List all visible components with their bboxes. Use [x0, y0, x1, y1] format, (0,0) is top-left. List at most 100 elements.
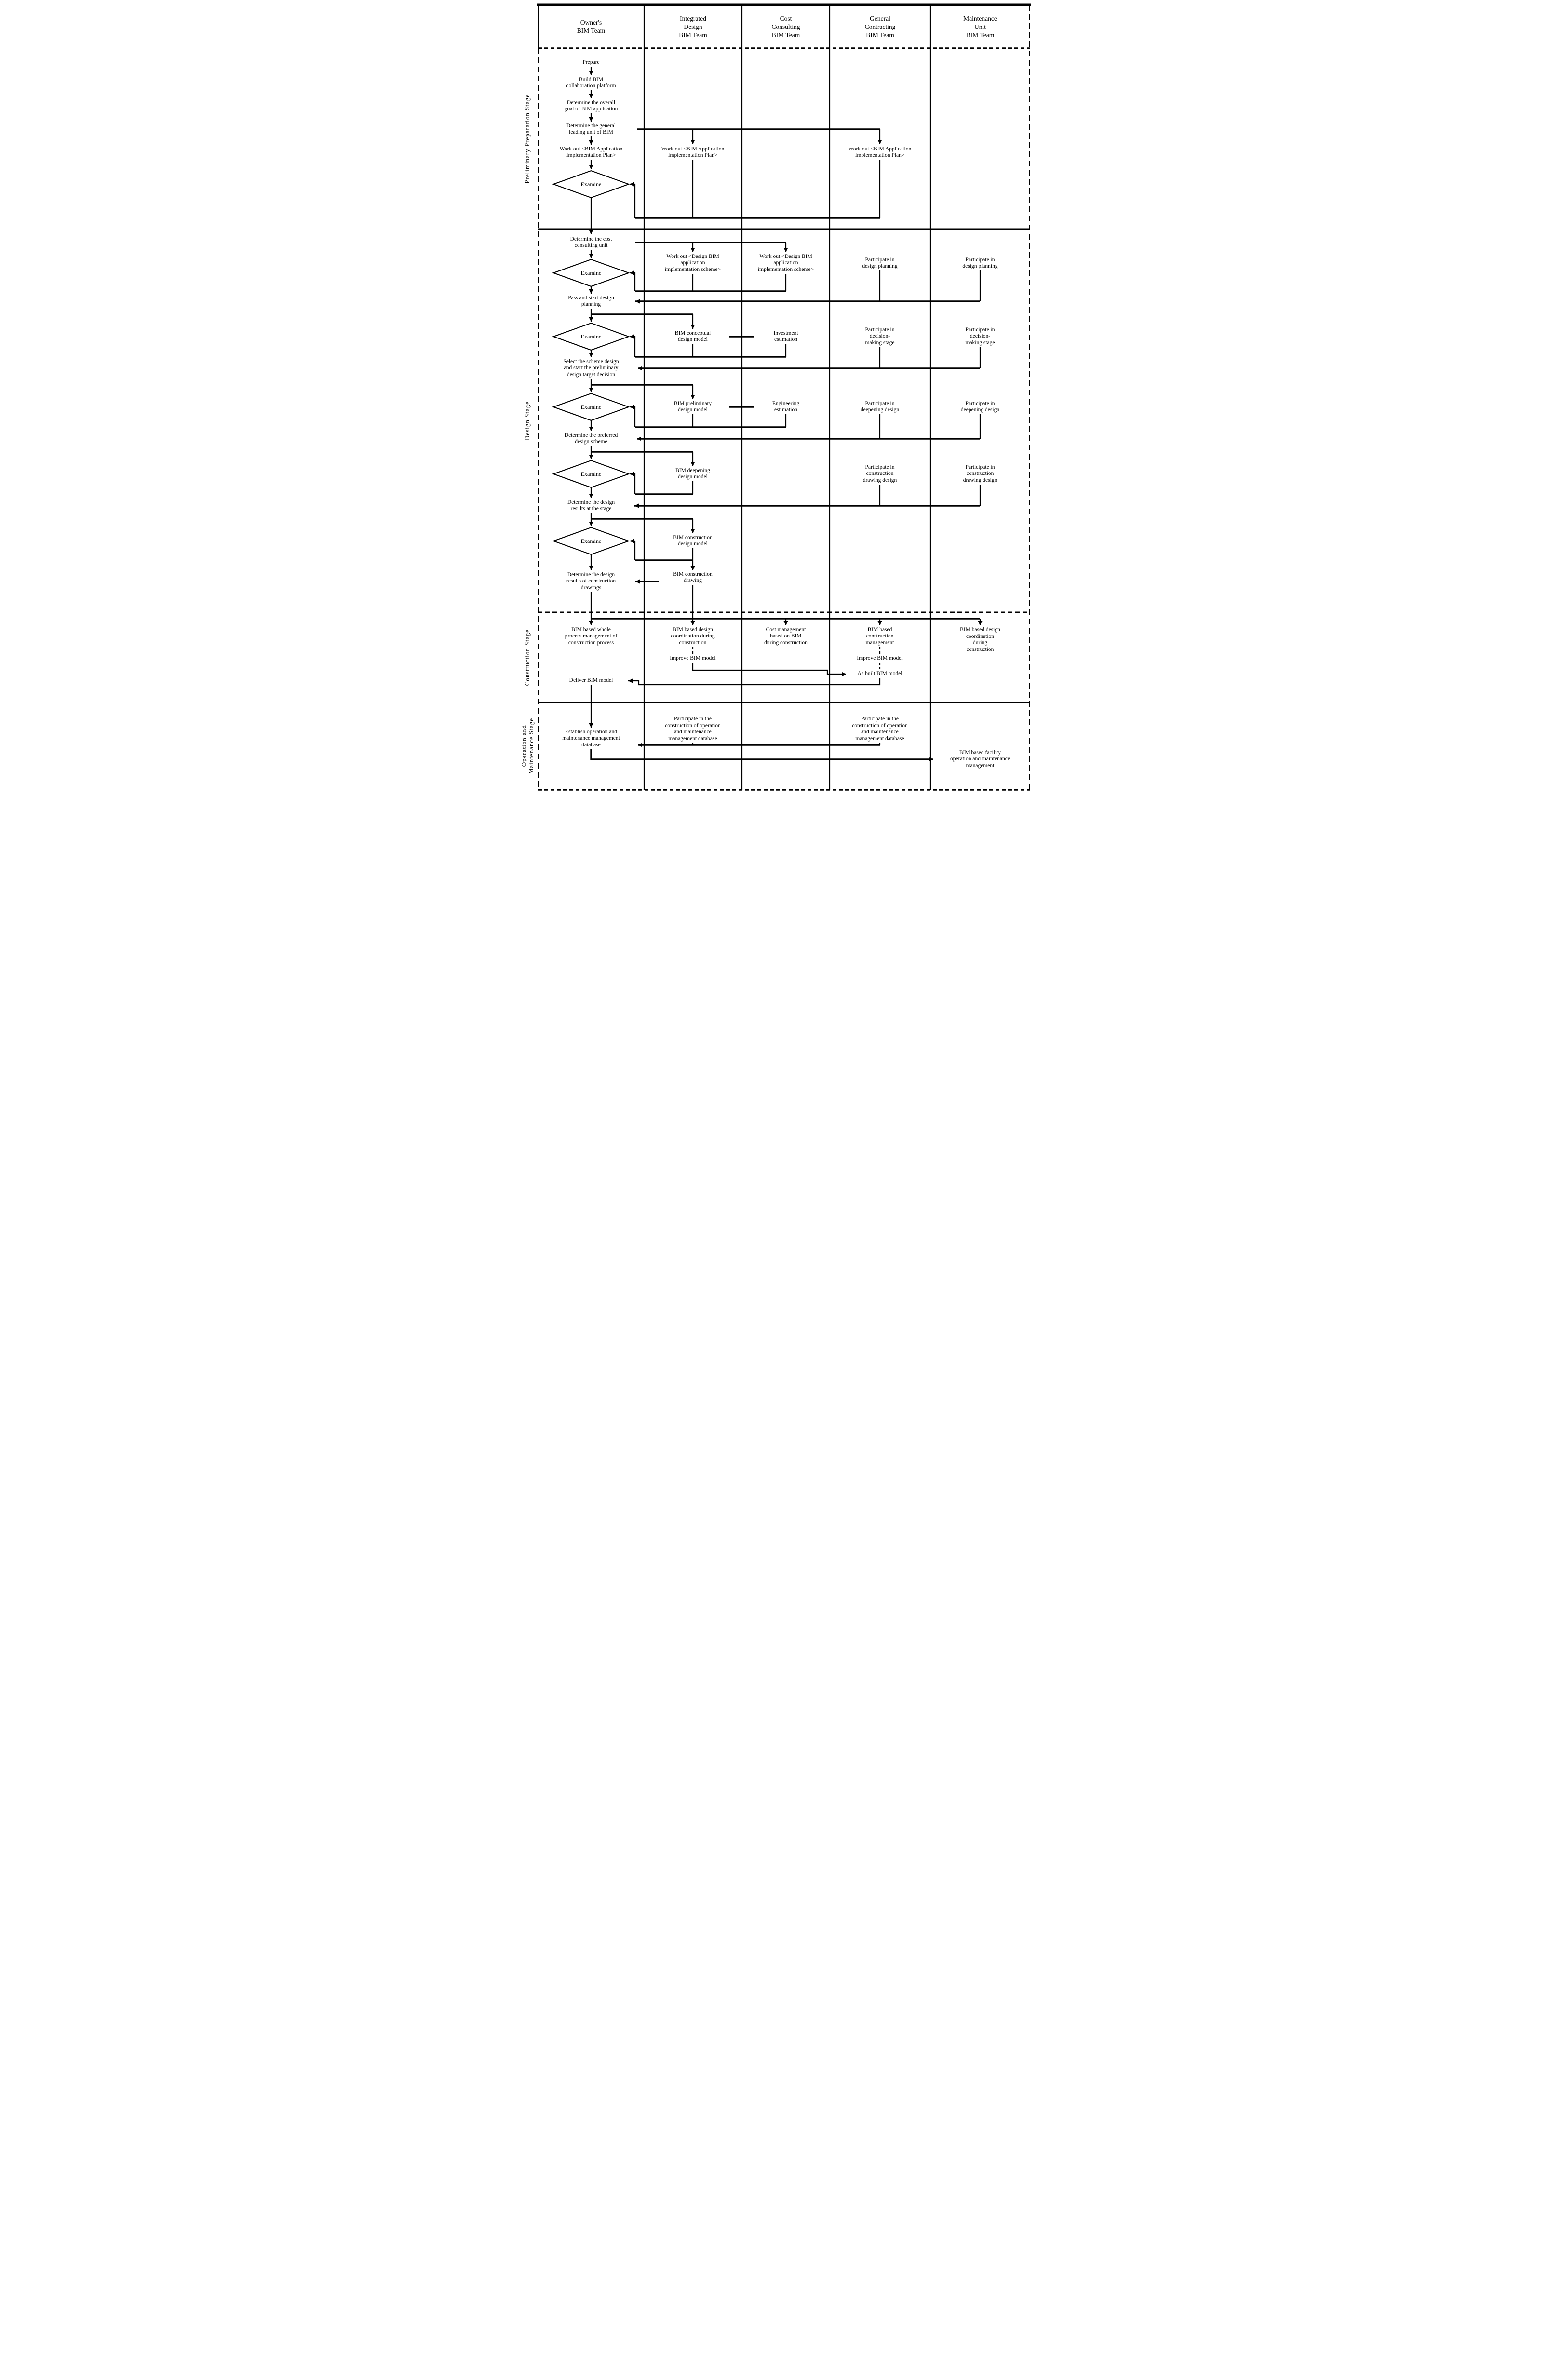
cost-management-during-construction: Cost management based on BIM during cons… — [764, 626, 808, 646]
arrowhead — [628, 678, 633, 683]
examine-deepening-diamond — [552, 460, 630, 488]
examine-construction-design: Examine — [580, 538, 602, 544]
arrowhead — [638, 743, 642, 747]
select-scheme-design: Select the scheme design and start the p… — [563, 358, 619, 378]
arrowhead — [589, 723, 593, 728]
determine-leading-unit: Determine the general leading unit of BI… — [566, 122, 616, 135]
connector-line — [628, 678, 881, 686]
examine-design-scheme-diamond — [552, 258, 630, 287]
establish-om-database: Establish operation and maintenance mana… — [562, 729, 620, 748]
arrowhead — [690, 248, 695, 252]
build-collaboration-platform: Build BIM collaboration platform — [566, 76, 616, 89]
arrowhead — [690, 529, 695, 533]
participate-om-database-contracting: Participate in the construction of opera… — [852, 716, 908, 742]
stage-construction-label: Construction Stage — [524, 629, 531, 686]
bim-construction-drawing: BIM construction drawing — [673, 571, 713, 584]
pass-start-design-planning: Pass and start design planning — [568, 295, 614, 308]
examine-preliminary-diamond — [552, 392, 630, 421]
examine-design-scheme: Examine — [580, 270, 602, 276]
bim-deepening-design-model: BIM deepening design model — [675, 467, 710, 480]
arrowhead — [589, 566, 593, 570]
arrowhead — [842, 672, 846, 676]
arrowhead — [637, 436, 641, 441]
improve-bim-model-contracting: Improve BIM model — [857, 655, 903, 662]
arrowhead — [877, 621, 882, 625]
connector-line — [692, 663, 846, 675]
participate-design-planning-gc: Participate in design planning — [862, 257, 898, 270]
arrowhead — [589, 455, 593, 459]
bim-design-coordination-integrated: BIM based design coordination during con… — [671, 626, 715, 646]
determine-design-results-stage: Determine the design results at the stag… — [567, 499, 615, 512]
connector-line — [630, 272, 636, 291]
stage-label-line: Preliminary Preparation Stage — [524, 94, 531, 184]
arrowhead — [589, 353, 593, 357]
arrowhead — [690, 566, 695, 570]
participate-decision-making-mu: Participate in decision- making stage — [965, 326, 995, 346]
determine-overall-goal: Determine the overall goal of BIM applic… — [564, 99, 618, 112]
arrowhead — [630, 334, 634, 339]
work-out-plan-integrated: Work out <BIM Application Implementation… — [661, 146, 725, 159]
participate-decision-making-gc: Participate in decision- making stage — [865, 326, 895, 346]
investment-estimation: Investment estimation — [773, 330, 798, 343]
stage-preliminary-preparation-label: Preliminary Preparation Stage — [524, 94, 531, 184]
arrowhead — [635, 579, 640, 584]
arrowhead — [630, 182, 634, 187]
bim-construction-design-model: BIM construction design model — [673, 534, 713, 547]
arrowhead — [690, 395, 695, 399]
participate-deepening-design-gc: Participate in deepening design — [860, 400, 900, 413]
arrowhead — [690, 325, 695, 329]
bim-facility-om-management: BIM based facility operation and mainten… — [950, 749, 1010, 769]
arrowhead — [630, 405, 634, 409]
connector-line — [630, 406, 636, 427]
bim-conceptual-design-model: BIM conceptual design model — [674, 330, 711, 343]
stage-label-line: Construction Stage — [524, 629, 531, 686]
determine-design-results-drawings: Determine the design results of construc… — [566, 571, 616, 591]
arrowhead — [589, 494, 593, 498]
arrowhead — [589, 254, 593, 258]
improve-bim-model-integrated: Improve BIM model — [670, 655, 716, 662]
work-out-plan-contracting: Work out <BIM Application Implementation… — [848, 146, 912, 159]
maintenance-unit-bim-team-header: Maintenance Unit BIM Team — [963, 14, 997, 39]
participate-om-database-integrated: Participate in the construction of opera… — [665, 716, 721, 742]
connector-line — [630, 540, 636, 560]
stage-label-line: Operation and — [520, 725, 527, 767]
arrowhead — [589, 117, 593, 122]
examine-construction-design-diamond — [552, 527, 630, 555]
examine-conceptual: Examine — [580, 333, 602, 340]
arrowhead — [783, 621, 788, 625]
bim-design-coordination-maintenance: BIM based design coordination during con… — [960, 627, 1000, 652]
deliver-bim-model: Deliver BIM model — [569, 677, 613, 684]
prepare: Prepare — [582, 59, 600, 66]
examine-preparation-diamond — [552, 170, 630, 199]
arrowhead — [690, 462, 695, 466]
examine-deepening: Examine — [580, 471, 602, 477]
examine-preparation: Examine — [580, 181, 602, 188]
connector-line — [630, 183, 636, 218]
arrowhead — [635, 299, 640, 304]
arrowhead — [589, 289, 593, 294]
stage-construction: Construction Stage — [516, 612, 538, 703]
arrowhead — [589, 317, 593, 322]
arrowhead — [690, 621, 695, 625]
design-scheme-consulting: Work out <Design BIM application impleme… — [757, 253, 814, 272]
arrowhead — [589, 522, 593, 526]
arrowhead — [589, 621, 593, 625]
general-contracting-bim-team-header: General Contracting BIM Team — [864, 14, 896, 39]
arrowhead — [783, 248, 788, 252]
stage-design-label: Design Stage — [524, 401, 531, 440]
arrowhead — [589, 165, 593, 169]
arrowhead — [589, 71, 593, 75]
stage-label-line: Maintenance Stage — [527, 718, 535, 774]
arrowhead — [589, 388, 593, 392]
bim-preliminary-design-model: BIM preliminary design model — [673, 400, 712, 413]
work-out-plan-owner: Work out <BIM Application Implementation… — [559, 146, 623, 159]
arrowhead — [690, 140, 695, 144]
arrowhead — [630, 472, 634, 476]
examine-conceptual-diamond — [552, 322, 630, 351]
arrowhead — [929, 757, 933, 762]
participate-design-planning-mu: Participate in design planning — [962, 257, 998, 270]
bim-construction-management: BIM based construction management — [865, 626, 894, 646]
determine-preferred-design-scheme: Determine the preferred design scheme — [564, 432, 618, 445]
